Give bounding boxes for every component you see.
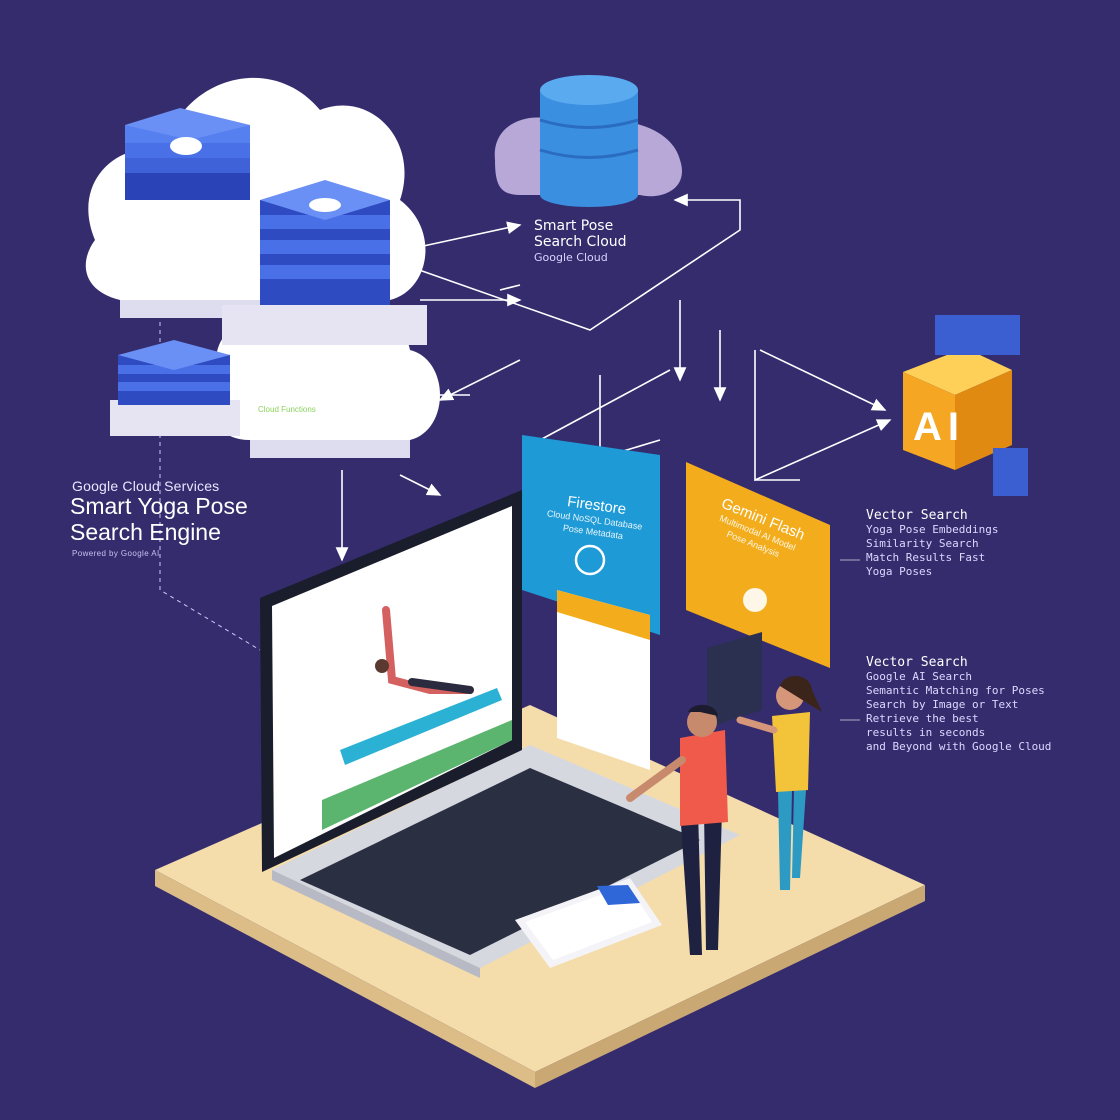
hub-line1: Smart Pose [534,218,614,234]
side-bottom-line: Google AI Search [866,670,972,683]
tablet [707,632,762,728]
server-stack-3 [110,340,240,436]
side-panel-top: Vector Search Yoga Pose Embeddings Simil… [866,508,998,579]
ai-chip-icon [935,315,1020,355]
gear-icon [309,198,341,212]
side-top-line: Yoga Poses [866,565,933,578]
side-dashes [840,559,860,721]
side-bottom-title: Vector Search [866,655,968,670]
ai-badge-label: AI [913,405,965,449]
side-bottom-line: Search by Image or Text [866,698,1019,711]
laptop[interactable] [260,490,740,978]
side-top-line: Yoga Pose Embeddings [866,523,999,536]
side-bottom-line: and Beyond with Google Cloud [866,740,1052,753]
side-bottom-line: Retrieve the best [866,712,979,725]
server-stack-2 [222,180,427,345]
app-panel [557,590,650,770]
ai-cube [903,315,1028,496]
connector-lines [335,193,892,562]
gemini-card [686,462,830,668]
side-bottom-line: Semantic Matching for Poses [866,684,1045,697]
side-top-line: Similarity Search [866,537,979,550]
brand-title: Smart Yoga Pose Search Engine [70,493,248,545]
side-top-line: Match Results Fast [866,551,986,564]
brand-caption: Powered by Google AI [72,549,160,558]
hub-line2: Search Cloud [534,234,627,250]
database-cylinder [494,75,682,207]
hub-label: Smart Pose Search Cloud Google Cloud [534,218,627,266]
person-yellow [736,675,822,890]
side-panel-bottom: Vector Search Google AI Search Semantic … [866,655,1051,754]
database-icon [540,90,638,195]
side-top-title: Vector Search [866,508,968,523]
cloud-functions-tag: Cloud Functions [258,405,316,414]
mobile-phone[interactable] [515,878,662,968]
firestore-card [522,435,660,635]
phone-icon [597,885,640,905]
server-stack-1 [125,108,250,200]
side-bottom-line: results in seconds [866,726,986,739]
hub-line3: Google Cloud [534,251,608,264]
brand-title-line2: Search Engine [70,519,221,545]
brand-title-line1: Smart Yoga Pose [70,493,248,519]
brand-subtitle: Google Cloud Services [72,478,220,494]
yoga-mat-icon [340,688,502,765]
person-red [626,704,728,955]
cloud-icon [170,137,202,155]
